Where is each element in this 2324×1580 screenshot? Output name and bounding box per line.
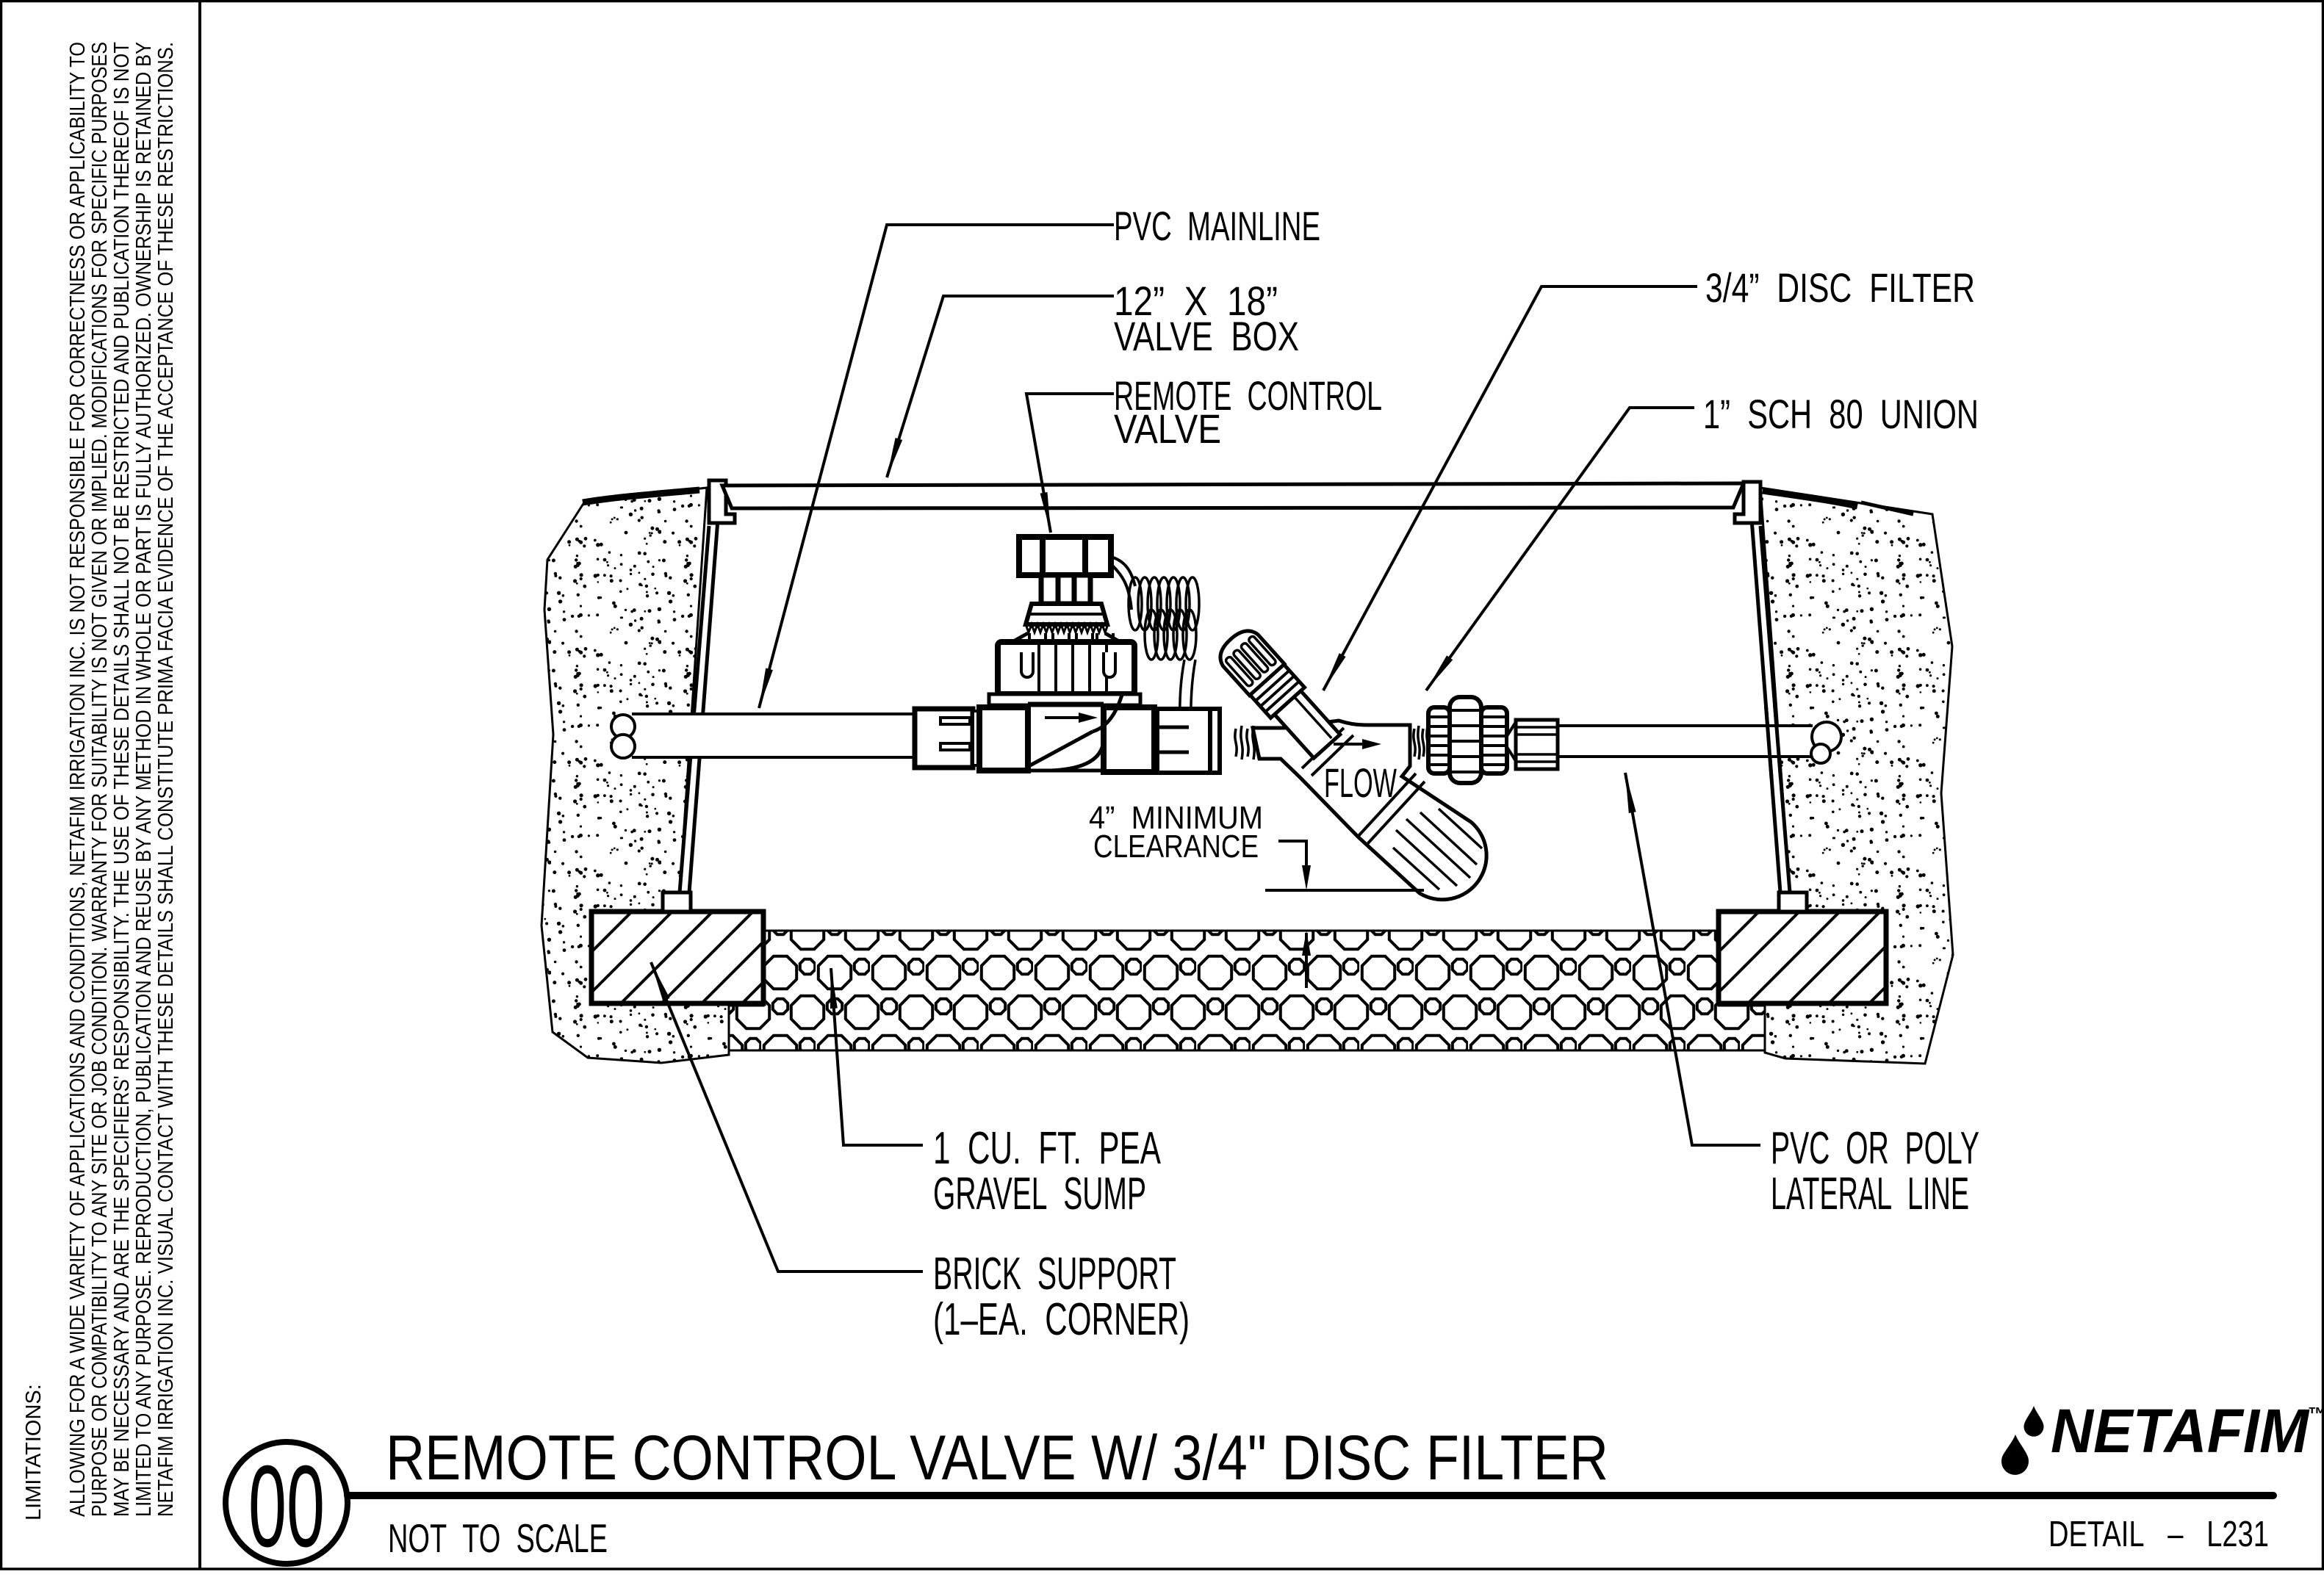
- svg-text:FLOW: FLOW: [1324, 760, 1397, 806]
- svg-text:REMOTE CONTROL: REMOTE CONTROL: [1114, 372, 1382, 419]
- svg-text:BRICK SUPPORT: BRICK SUPPORT: [933, 1249, 1176, 1299]
- svg-text:NETAFIM IRRIGATION INC. VISUA: NETAFIM IRRIGATION INC. VISUAL CONTACT W…: [154, 42, 178, 1517]
- svg-text:CLEARANCE: CLEARANCE: [1093, 829, 1259, 865]
- svg-text:ALLOWING FOR A WIDE VARIETY OF: ALLOWING FOR A WIDE VARIETY OF APPLICATI…: [66, 42, 90, 1517]
- svg-text:12” X 18”: 12” X 18”: [1114, 278, 1278, 324]
- svg-text:1 CU. FT. PEA: 1 CU. FT. PEA: [933, 1123, 1161, 1174]
- svg-text:VALVE: VALVE: [1114, 405, 1221, 452]
- svg-text:™: ™: [2308, 1403, 2324, 1425]
- svg-text:NOT TO SCALE: NOT TO SCALE: [388, 1515, 608, 1561]
- svg-text:LIMITATIONS:: LIMITATIONS:: [22, 1384, 46, 1521]
- svg-text:3/4” DISC FILTER: 3/4” DISC FILTER: [1705, 264, 1975, 311]
- svg-text:LATERAL LINE: LATERAL LINE: [1771, 1169, 1969, 1219]
- svg-text:NETAFIM: NETAFIM: [2051, 1396, 2310, 1465]
- svg-text:00: 00: [248, 1442, 325, 1571]
- svg-text:PURPOSE OR COMPATIBILITY TO AN: PURPOSE OR COMPATIBILITY TO ANY SITE OR …: [88, 42, 112, 1517]
- svg-text:MAY BE NECESSARY AND ARE THE S: MAY BE NECESSARY AND ARE THE SPECIFIERS'…: [110, 42, 134, 1517]
- svg-text:VALVE BOX: VALVE BOX: [1114, 313, 1299, 359]
- svg-text:1” SCH 80 UNION: 1” SCH 80 UNION: [1703, 391, 1979, 437]
- svg-text:PVC OR POLY: PVC OR POLY: [1771, 1123, 1979, 1174]
- svg-text:PVC MAINLINE: PVC MAINLINE: [1114, 203, 1320, 249]
- svg-text:REMOTE CONTROL VALVE W/ 3/4" D: REMOTE CONTROL VALVE W/ 3/4" DISC FILTER: [386, 1423, 1608, 1493]
- svg-text:(1–EA. CORNER): (1–EA. CORNER): [933, 1294, 1190, 1345]
- svg-text:GRAVEL SUMP: GRAVEL SUMP: [933, 1169, 1146, 1219]
- svg-text:4” MINIMUM: 4” MINIMUM: [1089, 800, 1263, 836]
- svg-text:DETAIL – L231: DETAIL – L231: [2048, 1515, 2269, 1554]
- svg-text:LIMITED TO ANY PURPOSE. REPRO: LIMITED TO ANY PURPOSE. REPRODUCTION, PU…: [132, 42, 156, 1517]
